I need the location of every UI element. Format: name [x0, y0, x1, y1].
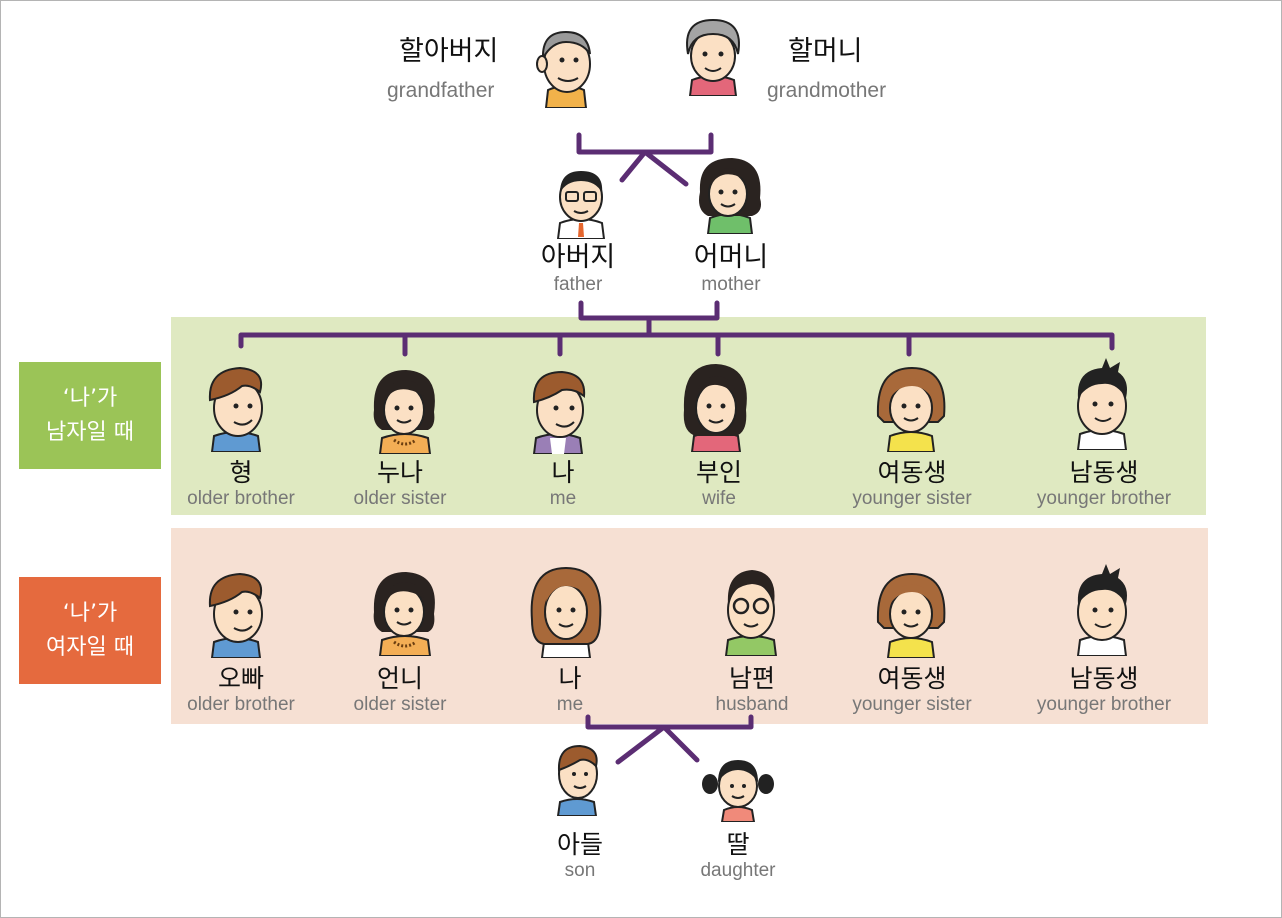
female-case-band: [171, 528, 1208, 724]
female-me-ko: 나: [558, 664, 582, 693]
female-me-label: 나 me: [557, 664, 583, 716]
husband-label: 남편 husband: [716, 664, 789, 716]
son-ko: 아들: [556, 830, 604, 859]
me-male-icon: [532, 370, 586, 454]
male-younger-sister-label: 여동생 younger sister: [852, 458, 971, 510]
mother-label: 어머니 mother: [694, 242, 769, 296]
daughter-en: daughter: [700, 860, 776, 881]
wife-en: wife: [702, 488, 736, 509]
grandparents-descent-line: [619, 149, 689, 187]
female-younger-brother-en: younger brother: [1036, 694, 1172, 715]
male-younger-sister-en: younger sister: [852, 488, 972, 509]
wife-label: 부인 wife: [696, 458, 742, 510]
female-older-brother-label: 오빠 older brother: [187, 664, 295, 716]
female-case-label: ‘나’가 여자일 때: [19, 577, 161, 684]
mother-ko: 어머니: [693, 242, 769, 273]
female-case-younger-sister-icon: [876, 572, 946, 658]
male-younger-brother-en: younger brother: [1036, 488, 1172, 509]
grandfather-ko-label: 할아버지: [399, 36, 499, 67]
female-older-sister-ko: 언니: [376, 664, 424, 693]
older-sister-icon: [373, 370, 435, 454]
son-icon: [556, 744, 598, 816]
male-case-label-line1: ‘나’가: [62, 385, 118, 411]
grandparents-marriage-line: [576, 132, 714, 155]
wife-icon: [683, 364, 747, 452]
female-older-brother-en: older brother: [187, 694, 295, 715]
grandmother-icon: [686, 18, 740, 96]
wife-ko: 부인: [695, 458, 743, 487]
female-younger-brother-ko: 남동생: [1069, 664, 1139, 693]
me-female-icon: [530, 566, 602, 658]
male-me-label: 나 me: [550, 458, 576, 510]
male-older-brother-label: 형 older brother: [187, 458, 295, 510]
male-case-label-line2: 남자일 때: [46, 419, 134, 445]
female-me-en: me: [556, 694, 584, 715]
siblings-line: [238, 332, 1115, 357]
male-younger-sister-ko: 여동생: [877, 458, 947, 487]
younger-brother-icon: [1076, 358, 1128, 450]
female-older-sister-en: older sister: [353, 694, 447, 715]
grandfather-en-label: grandfather: [387, 79, 495, 102]
male-older-brother-en: older brother: [187, 488, 295, 509]
father-icon: [556, 171, 606, 239]
father-ko: 아버지: [540, 242, 616, 273]
female-older-sister-label: 언니 older sister: [354, 664, 447, 716]
female-younger-sister-label: 여동생 younger sister: [852, 664, 971, 716]
husband-en: husband: [715, 694, 789, 715]
female-case-label-line1: ‘나’가: [62, 600, 118, 626]
older-brother-icon: [208, 366, 263, 452]
daughter-ko: 딸: [726, 830, 750, 859]
son-label: 아들 son: [557, 830, 603, 882]
father-label: 아버지 father: [541, 242, 616, 296]
female-case-label-line2: 여자일 때: [46, 634, 134, 660]
female-younger-sister-ko: 여동생: [877, 664, 947, 693]
grandmother-ko-label: 할머니: [788, 36, 863, 67]
oppa-older-brother-icon: [208, 572, 263, 658]
children-descent-line: [615, 724, 700, 765]
father-en: father: [553, 274, 603, 295]
mother-en: mother: [701, 274, 761, 295]
male-older-sister-en: older sister: [353, 488, 447, 509]
male-older-brother-ko: 형: [229, 458, 253, 487]
husband-icon: [724, 570, 778, 656]
female-younger-brother-label: 남동생 younger brother: [1037, 664, 1171, 716]
younger-sister-icon: [876, 366, 946, 452]
son-en: son: [564, 860, 596, 881]
daughter-label: 딸 daughter: [700, 830, 775, 882]
grandmother-en-label: grandmother: [767, 79, 887, 102]
male-older-sister-label: 누나 older sister: [354, 458, 447, 510]
male-older-sister-ko: 누나: [376, 458, 424, 487]
mother-icon: [699, 158, 761, 234]
male-case-label: ‘나’가 남자일 때: [19, 362, 161, 469]
male-younger-brother-ko: 남동생: [1069, 458, 1139, 487]
male-me-ko: 나: [551, 458, 575, 487]
female-younger-sister-en: younger sister: [852, 694, 972, 715]
female-older-brother-ko: 오빠: [217, 664, 265, 693]
daughter-icon: [702, 760, 774, 822]
male-younger-brother-label: 남동생 younger brother: [1037, 458, 1171, 510]
grandfather-icon: [536, 30, 591, 108]
couple-marriage-line: [585, 714, 754, 730]
eonni-older-sister-icon: [373, 572, 435, 656]
male-me-en: me: [549, 488, 577, 509]
female-case-younger-brother-icon: [1076, 564, 1128, 656]
husband-ko: 남편: [728, 664, 775, 693]
